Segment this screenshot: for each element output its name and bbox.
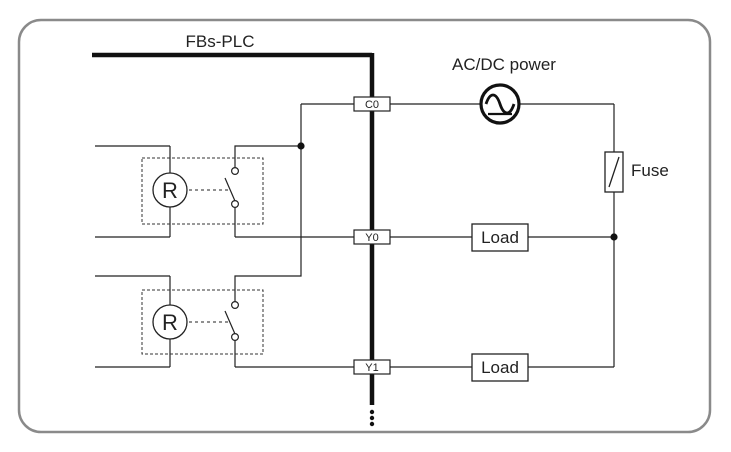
sine-wave-icon — [484, 93, 516, 115]
terminal-c0: C0 — [353, 96, 391, 112]
power-label: AC/DC power — [452, 55, 556, 74]
relay-1-coil — [152, 172, 188, 208]
continuation-dots — [369, 409, 375, 427]
relay-2-coil — [152, 304, 188, 340]
plc-label: FBs-PLC — [186, 32, 255, 51]
diagram-frame — [17, 18, 712, 434]
fuse-element — [608, 156, 620, 188]
fuse-label: Fuse — [631, 161, 669, 180]
relay-2-label: R — [162, 310, 178, 335]
terminal-y1-label: Y1 — [365, 362, 378, 374]
load-1: Load — [471, 223, 529, 252]
relay-1-housing — [141, 157, 264, 225]
junction-dot — [610, 233, 618, 241]
relay-2-housing — [141, 289, 264, 355]
relay-1-label: R — [162, 178, 178, 203]
load-1-label: Load — [481, 228, 519, 247]
terminal-y0: Y0 — [353, 229, 391, 245]
terminal-y0-label: Y0 — [365, 232, 378, 244]
fuse — [604, 151, 624, 193]
relay-1-switch — [224, 167, 240, 209]
power-source — [479, 83, 521, 125]
relay-1: R — [141, 157, 264, 225]
relay-2-switch — [224, 301, 240, 342]
plc-bus — [92, 52, 375, 405]
terminal-c0-label: C0 — [365, 99, 379, 111]
load-2-label: Load — [481, 358, 519, 377]
junction-dot — [297, 142, 305, 150]
relay-2: R — [141, 289, 264, 355]
terminal-y1: Y1 — [353, 359, 391, 375]
load-2: Load — [471, 353, 529, 382]
